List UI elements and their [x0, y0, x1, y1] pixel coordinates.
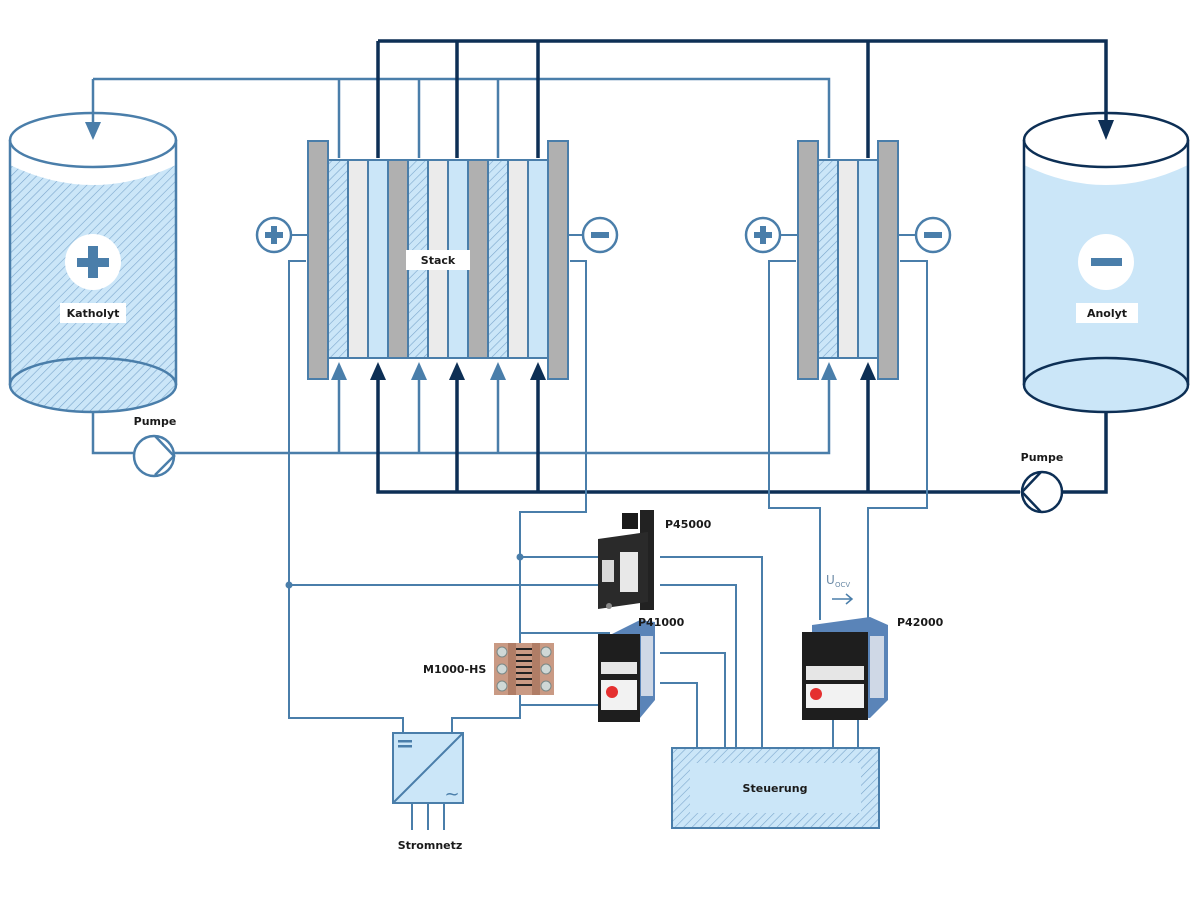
catholyte-tank: Katholyt — [8, 111, 178, 414]
inflow-arrow-anolyte — [1098, 120, 1114, 140]
ac-dc-converter: ~ Stromnetz — [392, 732, 464, 852]
controller-label: Steuerung — [743, 782, 808, 795]
pump-right-label: Pumpe — [1021, 451, 1064, 464]
pump-left-label: Pumpe — [134, 415, 177, 428]
dc-symbol-icon — [398, 740, 412, 743]
shunt-m1000-hs: M1000-HS — [423, 643, 554, 695]
mains-label: Stromnetz — [398, 839, 463, 852]
pump-right: Pumpe — [1020, 451, 1064, 514]
device-p41000: P41000 — [598, 616, 685, 722]
p42000-label: P42000 — [897, 616, 944, 629]
electrical-wiring — [285, 260, 928, 830]
uocv-main: U — [826, 573, 835, 587]
p45000-label: P45000 — [665, 518, 712, 531]
uocv-sub: OCV — [835, 581, 850, 589]
catholyte-label: Katholyt — [67, 307, 120, 320]
reference-cell — [744, 140, 952, 380]
pump-icon — [132, 434, 176, 478]
pump-icon — [1020, 470, 1064, 514]
anolyte-pipes — [370, 39, 1114, 494]
pump-left: Pumpe — [132, 415, 177, 478]
anolyte-tank: Anolyt — [1022, 111, 1190, 414]
controller: Steuerung — [671, 747, 880, 829]
end-plate-right — [547, 140, 569, 380]
end-plate-left — [307, 140, 329, 380]
p41000-label: P41000 — [638, 616, 685, 629]
stack: Stack — [255, 140, 619, 380]
ac-symbol-icon: ~ — [444, 784, 459, 805]
device-p45000: P45000 — [598, 510, 712, 610]
stack-label: Stack — [421, 254, 456, 267]
shunt-label: M1000-HS — [423, 663, 486, 676]
device-p42000: P42000 — [802, 616, 944, 720]
uocv-annotation: U OCV — [826, 573, 854, 605]
inflow-arrow-catholyte — [85, 122, 101, 140]
anolyte-label: Anolyt — [1087, 307, 1127, 320]
arrow-right-icon — [832, 593, 854, 605]
catholyte-pipes — [85, 77, 837, 455]
